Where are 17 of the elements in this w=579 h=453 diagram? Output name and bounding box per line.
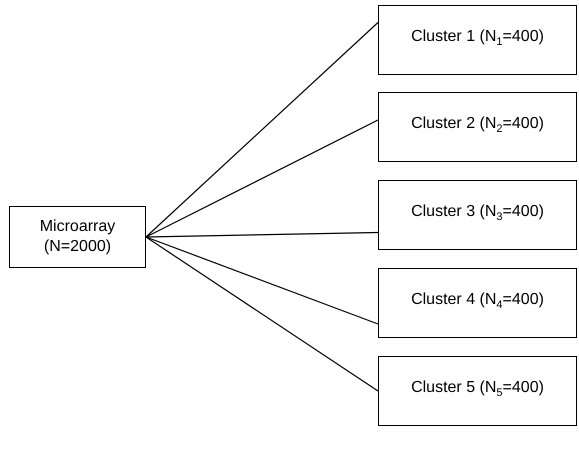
node-label: Cluster 5 (N$_{5}$=400): [411, 378, 544, 402]
process-box: [378, 5, 577, 75]
connector-line: [146, 236, 378, 325]
node-label: Cluster 3 (N$_{3}$=400): [411, 202, 544, 226]
connector-line: [146, 119, 378, 238]
process-box: [378, 92, 577, 162]
process-box: [378, 268, 577, 338]
process-box: [378, 356, 577, 426]
node-label: Cluster 1 (N$_{1}$=400): [411, 27, 544, 51]
node-label: Microarray (N=2000): [38, 217, 116, 257]
connector-line: [146, 236, 378, 392]
connector-line: [146, 232, 378, 238]
node-label: Cluster 2 (N$_{2}$=400): [411, 114, 544, 138]
connector-line: [146, 22, 378, 238]
process-box: [378, 180, 577, 250]
node-label: Cluster 4 (N$_{4}$=400): [411, 290, 544, 314]
process-box: [9, 206, 146, 268]
